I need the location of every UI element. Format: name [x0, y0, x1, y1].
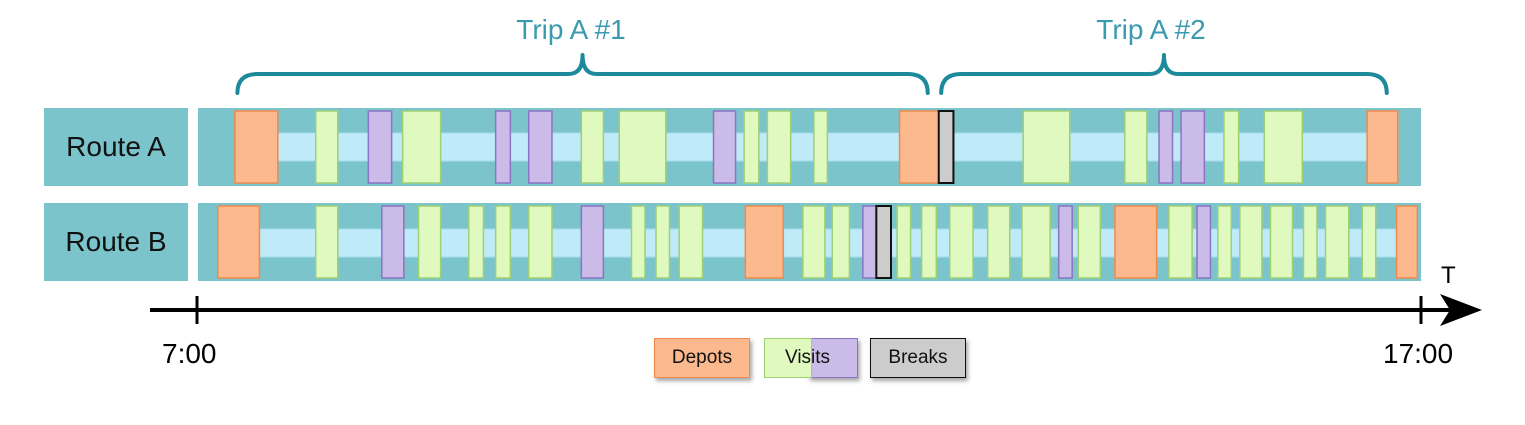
- route-a-label: Route A: [44, 108, 188, 186]
- route-block-depot: [1395, 205, 1419, 279]
- route-block-visit: [802, 205, 826, 279]
- route-block-visit: [986, 205, 1011, 279]
- route-block-visit: [678, 205, 704, 279]
- legend-depots: Depots: [654, 338, 750, 378]
- trip-brace: [235, 53, 930, 95]
- time-axis-arrowhead: [1440, 294, 1482, 326]
- route-block-depot: [217, 205, 261, 279]
- route-blocks: [217, 110, 1419, 279]
- route-block-visit: [1324, 205, 1350, 279]
- route-block-visit: [1021, 205, 1051, 279]
- route-block-visit: [1223, 110, 1240, 184]
- route-block-visit-alt: [1057, 205, 1073, 279]
- route-block-visit: [766, 110, 792, 184]
- legend-visit-alt-swatch: [808, 338, 858, 378]
- route-block-visit: [949, 205, 974, 279]
- route-block-visit: [831, 205, 851, 279]
- route-block-visit-alt: [381, 205, 405, 279]
- route-block-visit: [655, 205, 671, 279]
- axis-arrow-label: T: [1441, 262, 1456, 289]
- legend-breaks-label: Breaks: [888, 347, 948, 368]
- route-block-depot: [234, 110, 279, 184]
- route-block-visit: [580, 110, 605, 184]
- route-block-visit: [618, 110, 667, 184]
- route-block-visit-alt: [862, 205, 878, 279]
- route-block-visit-alt: [712, 110, 737, 184]
- route-block-visit: [314, 205, 339, 279]
- route-block-visit: [630, 205, 646, 279]
- route-block-visit: [1124, 110, 1148, 184]
- route-block-depot: [1366, 110, 1399, 184]
- trip-a2-label: Trip A #2: [1096, 14, 1206, 45]
- route-block-visit: [467, 205, 485, 279]
- route-block-break: [937, 110, 955, 184]
- route-block-visit: [1302, 205, 1318, 279]
- route-b-label: Route B: [44, 203, 188, 281]
- route-block-visit: [527, 205, 553, 279]
- route-block-break: [875, 205, 893, 279]
- route-block-visit: [743, 110, 760, 184]
- axis-end-label: 17:00: [1383, 338, 1454, 369]
- axis-start-label: 7:00: [162, 338, 217, 369]
- route-block-visit: [1263, 110, 1304, 184]
- route-block-visit-alt: [1180, 110, 1206, 184]
- legend-visits: [764, 338, 812, 378]
- route-block-visit-alt: [1158, 110, 1174, 184]
- time-axis: [150, 294, 1482, 326]
- route-block-visit: [1077, 205, 1102, 279]
- route-block-visit-alt: [494, 110, 512, 184]
- route-block-visit-alt: [527, 110, 553, 184]
- route-block-visit: [813, 110, 829, 184]
- route-block-visit: [1022, 110, 1071, 184]
- route-block-visit: [1239, 205, 1263, 279]
- route-block-visit: [920, 205, 938, 279]
- legend-visits-label: Visits: [785, 347, 831, 368]
- trip-brace: [939, 53, 1389, 95]
- route-block-depot: [1114, 205, 1158, 279]
- legend-breaks: Breaks: [870, 338, 966, 378]
- trip-braces: [235, 53, 1389, 95]
- route-block-visit: [1217, 205, 1233, 279]
- route-block-visit: [314, 110, 339, 184]
- route-block-visit: [1361, 205, 1377, 279]
- route-block-depot: [744, 205, 785, 279]
- route-block-visit: [417, 205, 442, 279]
- route-block-visit-alt: [580, 205, 605, 279]
- route-block-visit-alt: [367, 110, 393, 184]
- route-block-visit: [896, 205, 912, 279]
- route-block-visit: [1168, 205, 1193, 279]
- trip-a1-label: Trip A #1: [516, 14, 626, 45]
- route-block-visit: [401, 110, 442, 184]
- route-block-depot: [898, 110, 940, 184]
- route-block-visit: [1269, 205, 1294, 279]
- route-block-visit-alt: [1196, 205, 1212, 279]
- route-block-visit: [494, 205, 512, 279]
- legend-depots-label: Depots: [671, 347, 733, 368]
